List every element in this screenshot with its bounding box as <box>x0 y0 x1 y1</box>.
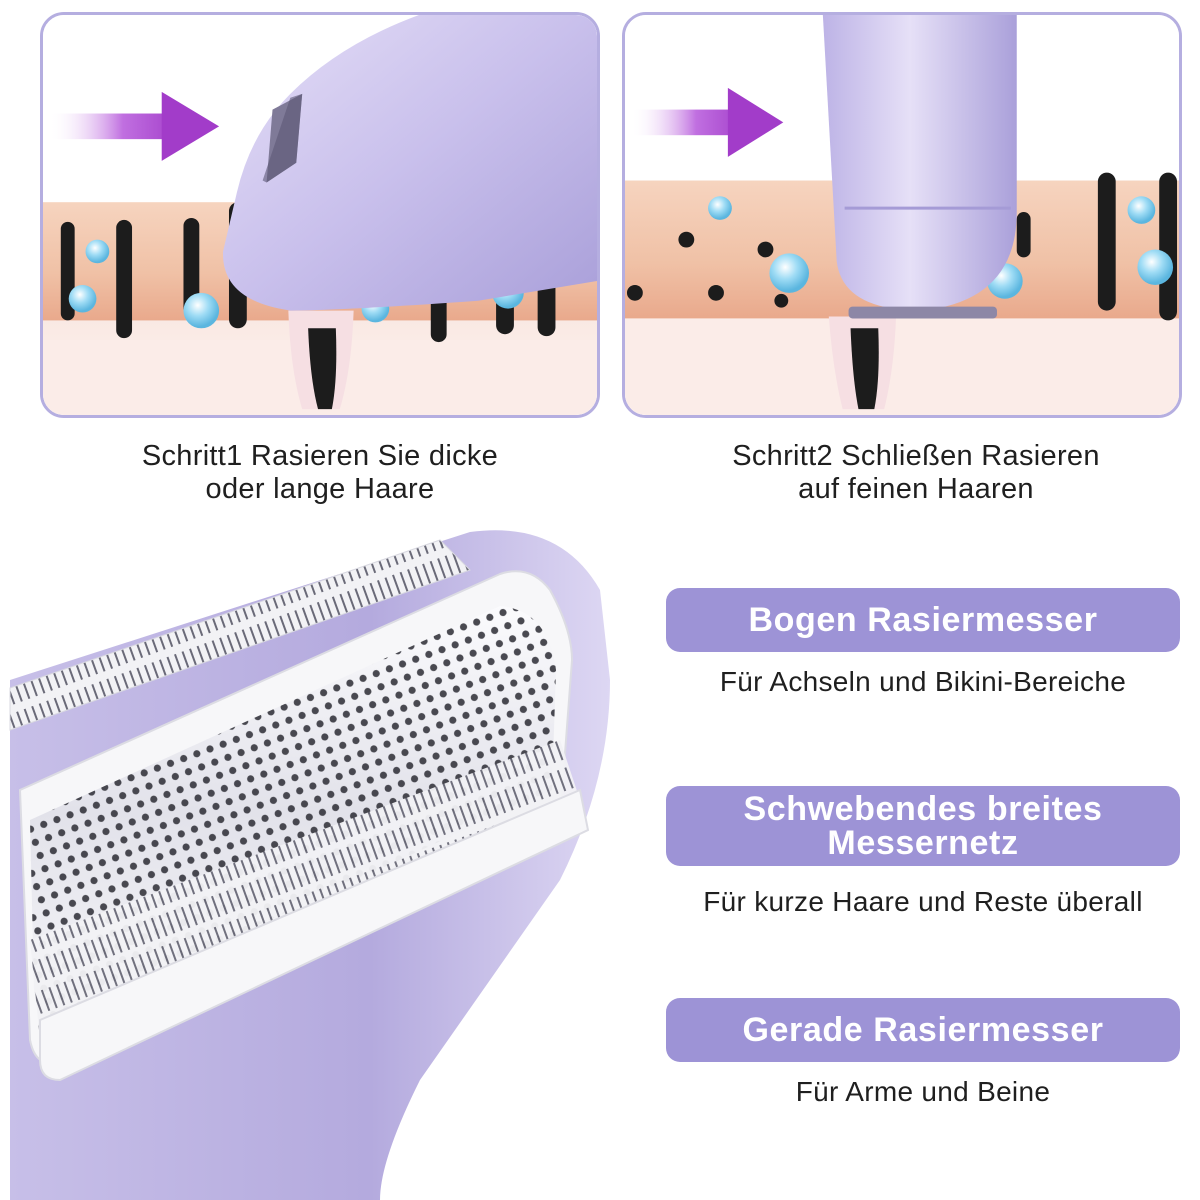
feature-2-description: Für kurze Haare und Reste überall <box>703 886 1143 917</box>
feature-1-title: Bogen Rasiermesser <box>748 601 1098 639</box>
step-2-scene <box>625 15 1179 415</box>
step-1-caption-line-2: oder lange Haare <box>205 473 435 505</box>
step-1-caption-line-1: Schritt1 Rasieren Sie dicke <box>141 440 499 472</box>
step-2-caption-line-1: Schritt2 Schließen Rasieren <box>732 440 1100 472</box>
feature-badge-floating-foil: Schwebendes breites Messernetz <box>666 786 1180 866</box>
step-2-caption: Schritt2 Schließen Rasieren auf feinen H… <box>636 440 1196 506</box>
feature-1-description: Für Achseln und Bikini-Bereiche <box>719 666 1127 697</box>
right-arrow-icon <box>48 91 220 161</box>
water-droplets <box>708 196 1174 299</box>
step-1-caption: Schritt1 Rasieren Sie dicke oder lange H… <box>40 440 600 506</box>
step-2-caption-line-2: auf feinen Haaren <box>798 473 1034 505</box>
hair-strands <box>1016 172 1178 321</box>
step-1-scene <box>43 15 597 415</box>
shaver-device <box>223 15 597 311</box>
feature-badge-curved-blade: Bogen Rasiermesser <box>666 588 1180 652</box>
hair-root <box>850 328 879 410</box>
step-1-illustration <box>40 12 600 418</box>
feature-2-title-line-2: Messernetz <box>827 824 1019 862</box>
step-2-illustration <box>622 12 1182 418</box>
feature-3-description: Für Arme und Beine <box>795 1076 1051 1107</box>
hair-root <box>308 328 337 410</box>
shaver-head-scene <box>9 530 610 1200</box>
right-arrow-icon <box>630 87 784 157</box>
feature-badge-straight-blade: Gerade Rasiermesser <box>666 998 1180 1062</box>
shaver-device <box>822 15 1017 319</box>
feature-2-title-line-1: Schwebendes breites <box>743 790 1103 828</box>
hair-stubble <box>626 231 789 308</box>
shaver-head-closeup <box>0 520 640 1200</box>
feature-3-title: Gerade Rasiermesser <box>742 1011 1104 1049</box>
